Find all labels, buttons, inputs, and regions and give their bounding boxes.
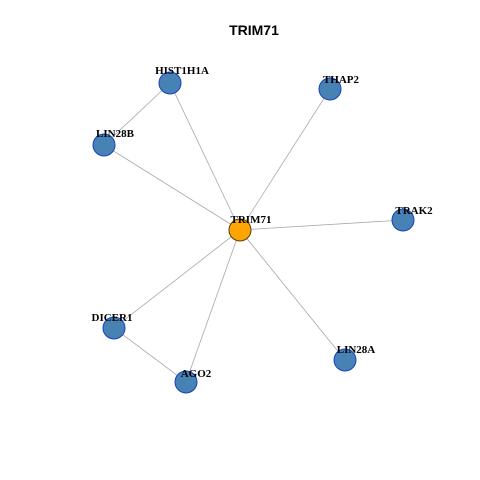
node-trak2: [391, 208, 415, 232]
node-label-thap2: THAP2: [323, 74, 360, 86]
edges-layer: [103, 82, 404, 383]
node-trim71: [228, 218, 252, 242]
edge-trim71-dicer1: [113, 229, 241, 329]
node-thap2: [318, 77, 342, 101]
edge-trim71-lin28b: [103, 144, 241, 231]
node-label-hist1h1a: HIST1H1A: [155, 65, 209, 77]
node-label-trim71: TRIM71: [231, 214, 272, 226]
node-dicer1: [102, 316, 126, 340]
node-label-dicer1: DICER1: [92, 312, 133, 324]
edge-trim71-ago2: [185, 229, 241, 383]
edge-trim71-lin28a: [239, 229, 346, 361]
edge-trim71-thap2: [239, 88, 331, 231]
edge-hist1h1a-lin28b: [103, 82, 171, 146]
node-label-ago2: AGO2: [181, 368, 212, 380]
node-lin28b: [92, 133, 116, 157]
node-ago2: [174, 370, 198, 394]
node-label-trak2: TRAK2: [395, 205, 433, 217]
node-hist1h1a: [158, 71, 182, 95]
edge-trim71-hist1h1a: [169, 82, 241, 231]
diagram-title: TRIM71: [229, 22, 279, 38]
edge-dicer1-ago2: [113, 327, 187, 383]
node-lin28a: [333, 348, 357, 372]
node-label-lin28b: LIN28B: [96, 128, 135, 140]
node-label-lin28a: LIN28A: [337, 344, 376, 356]
edge-trim71-trak2: [239, 219, 404, 231]
